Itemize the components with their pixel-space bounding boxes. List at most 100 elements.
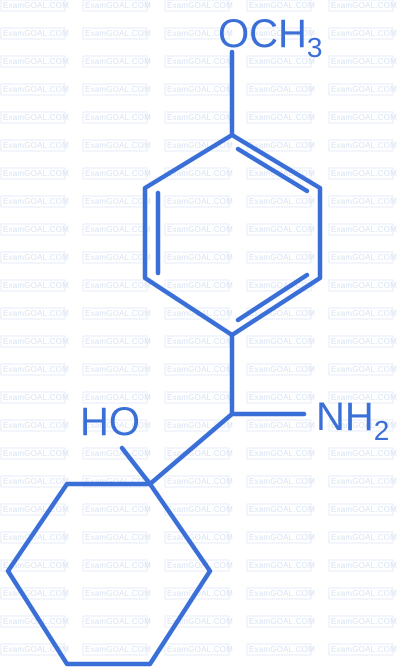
watermark-box: [164, 531, 230, 544]
watermark-box: [328, 279, 394, 292]
watermark-text: ExamGOAL.COM: [3, 449, 69, 458]
watermark-text: ExamGOAL.COM: [331, 561, 397, 570]
watermark-text: ExamGOAL.COM: [249, 225, 315, 234]
watermark-text: ExamGOAL.COM: [249, 281, 315, 290]
watermark-text: ExamGOAL.COM: [167, 589, 233, 598]
watermark-box: [164, 643, 230, 656]
watermark-box: [328, 27, 394, 40]
watermark-box: [328, 223, 394, 236]
watermark-box: [246, 83, 312, 96]
watermark-box: [82, 139, 148, 152]
watermark-box: [164, 335, 230, 348]
watermark-text: ExamGOAL.COM: [167, 533, 233, 542]
watermark-text: ExamGOAL.COM: [85, 197, 151, 206]
watermark-box: [82, 167, 148, 180]
watermark-text: ExamGOAL.COM: [3, 561, 69, 570]
watermark-text: ExamGOAL.COM: [249, 477, 315, 486]
watermark-box: [164, 307, 230, 320]
watermark-text: ExamGOAL.COM: [167, 169, 233, 178]
watermark-text: ExamGOAL.COM: [167, 141, 233, 150]
watermark-text: ExamGOAL.COM: [167, 365, 233, 374]
watermark-box: [246, 111, 312, 124]
watermark-box: [164, 363, 230, 376]
watermark-box: [246, 251, 312, 264]
watermark-box: [82, 615, 148, 628]
watermark-box: [246, 559, 312, 572]
watermark-text: ExamGOAL.COM: [167, 421, 233, 430]
watermark-box: [246, 531, 312, 544]
watermark-box: [328, 391, 394, 404]
watermark-box: [82, 503, 148, 516]
watermark-box: [82, 419, 148, 432]
watermark-text: ExamGOAL.COM: [3, 589, 69, 598]
watermark-box: [82, 391, 148, 404]
watermark-text: ExamGOAL.COM: [249, 197, 315, 206]
watermark-text: ExamGOAL.COM: [167, 449, 233, 458]
watermark-text: ExamGOAL.COM: [3, 281, 69, 290]
watermark-box: [82, 279, 148, 292]
watermark-text: ExamGOAL.COM: [331, 421, 397, 430]
watermark-text: ExamGOAL.COM: [331, 1, 397, 10]
watermark-box: [0, 419, 66, 432]
watermark-text: ExamGOAL.COM: [249, 421, 315, 430]
watermark-box: [82, 83, 148, 96]
watermark-box: [0, 559, 66, 572]
watermark-text: ExamGOAL.COM: [331, 281, 397, 290]
watermark-text: ExamGOAL.COM: [167, 197, 233, 206]
watermark-box: [0, 615, 66, 628]
methoxy-subscript: 3: [307, 32, 323, 63]
watermark-box: [0, 447, 66, 460]
watermark-text: ExamGOAL.COM: [331, 393, 397, 402]
watermark-text: ExamGOAL.COM: [249, 1, 315, 10]
watermark-box: [164, 391, 230, 404]
watermark-box: [164, 419, 230, 432]
watermark-text: ExamGOAL.COM: [3, 645, 69, 654]
watermark-text: ExamGOAL.COM: [85, 57, 151, 66]
watermark-text: ExamGOAL.COM: [167, 281, 233, 290]
watermark-text: ExamGOAL.COM: [3, 365, 69, 374]
watermark-text: ExamGOAL.COM: [85, 253, 151, 262]
watermark-text: ExamGOAL.COM: [249, 253, 315, 262]
watermark-box: [164, 475, 230, 488]
watermark-text: ExamGOAL.COM: [167, 1, 233, 10]
watermark-box: [164, 83, 230, 96]
watermark-text: ExamGOAL.COM: [3, 29, 69, 38]
watermark-box: [82, 587, 148, 600]
watermark-box: [328, 419, 394, 432]
amine-label: NH2: [316, 395, 389, 446]
watermark-text: ExamGOAL.COM: [3, 309, 69, 318]
watermark-box: [328, 335, 394, 348]
watermark-text: ExamGOAL.COM: [331, 533, 397, 542]
cyclohexane-ring: [5, 481, 213, 667]
watermark-box: [246, 391, 312, 404]
watermark-box: [164, 0, 230, 12]
watermark-text: ExamGOAL.COM: [167, 617, 233, 626]
watermark-text: ExamGOAL.COM: [331, 57, 397, 66]
benzene-inner-bond-1: [235, 146, 310, 194]
watermark-box: [0, 643, 66, 656]
watermark-text: ExamGOAL.COM: [85, 617, 151, 626]
watermark-text: ExamGOAL.COM: [3, 85, 69, 94]
watermark-text: ExamGOAL.COM: [167, 505, 233, 514]
watermark-text: ExamGOAL.COM: [85, 393, 151, 402]
watermark-box: [246, 335, 312, 348]
watermark-text: ExamGOAL.COM: [249, 85, 315, 94]
watermark-text: ExamGOAL.COM: [3, 253, 69, 262]
hydroxyl-label: HO: [80, 400, 140, 444]
watermark-box: [164, 27, 230, 40]
watermark-box: [0, 139, 66, 152]
watermark-text: ExamGOAL.COM: [331, 253, 397, 262]
watermark-box: [0, 475, 66, 488]
watermark-text: ExamGOAL.COM: [85, 85, 151, 94]
watermark-text: ExamGOAL.COM: [331, 337, 397, 346]
watermark-text: ExamGOAL.COM: [3, 169, 69, 178]
watermark-box: [0, 27, 66, 40]
watermark-box: [246, 643, 312, 656]
watermark-text: ExamGOAL.COM: [249, 449, 315, 458]
watermark-box: [328, 643, 394, 656]
watermark-text: ExamGOAL.COM: [249, 589, 315, 598]
watermark-box: [0, 167, 66, 180]
watermark-box: [328, 615, 394, 628]
watermark-text: ExamGOAL.COM: [249, 141, 315, 150]
